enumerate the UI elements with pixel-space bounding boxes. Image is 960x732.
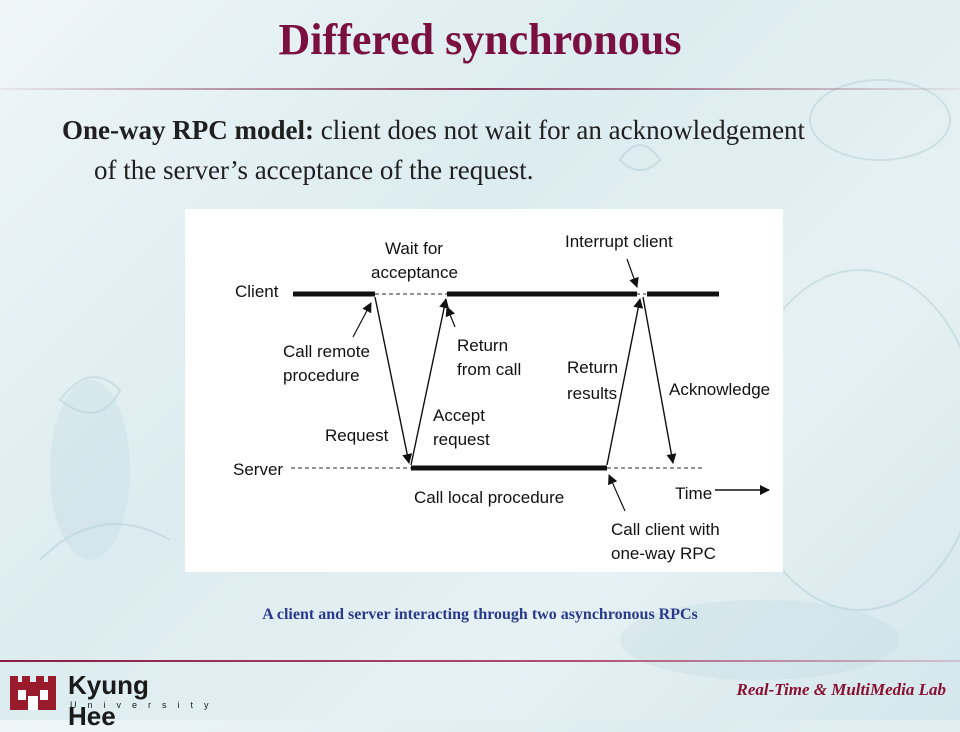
return-results-label-2: results <box>567 384 617 403</box>
interrupt-pointer <box>626 258 639 288</box>
accept-label-1: Accept <box>433 406 485 425</box>
footer-divider <box>0 660 960 662</box>
acknowledge-arrow <box>642 296 677 464</box>
interrupt-label: Interrupt client <box>565 232 673 251</box>
bullet-text-2: of the server’s acceptance of the reques… <box>94 155 534 185</box>
lab-name: Real-Time & MultiMedia Lab <box>736 680 947 699</box>
call-client-pointer <box>608 474 626 512</box>
return-call-label-2: from call <box>457 360 521 379</box>
slide-title: Differed synchronous <box>278 15 682 64</box>
rpc-diagram: Client Server Wait for acceptance Interr… <box>185 209 783 572</box>
bullet-point: One-way RPC model: client does not wait … <box>62 110 932 190</box>
figure-caption: A client and server interacting through … <box>262 606 698 623</box>
call-remote-pointer <box>352 302 372 338</box>
return-call-label-1: Return <box>457 336 508 355</box>
request-label: Request <box>325 426 389 445</box>
request-arrow <box>374 296 413 464</box>
return-results-label-1: Return <box>567 358 618 377</box>
call-client-label-1: Call client with <box>611 520 720 539</box>
time-label: Time <box>675 484 712 503</box>
call-client-label-2: one-way RPC <box>611 544 716 563</box>
return-call-pointer <box>445 306 456 328</box>
call-remote-label-2: procedure <box>283 366 360 385</box>
accept-label-2: request <box>433 430 490 449</box>
bullet-lead: One-way RPC model: <box>62 115 314 145</box>
logo-subtitle: University <box>70 700 220 710</box>
return-results-arrow <box>606 298 644 466</box>
accept-arrow <box>410 298 450 466</box>
call-remote-label-1: Call remote <box>283 342 370 361</box>
university-logo: Kyung Hee University <box>8 670 209 731</box>
bullet-text-1: client does not wait for an acknowledgem… <box>313 115 806 145</box>
call-local-label: Call local procedure <box>414 488 564 507</box>
client-label: Client <box>235 282 279 301</box>
wait-label-2: acceptance <box>371 263 458 282</box>
server-label: Server <box>233 460 283 479</box>
wait-label-1: Wait for <box>385 239 443 258</box>
title-divider <box>0 88 960 90</box>
crest-icon <box>10 676 56 710</box>
acknowledge-label: Acknowledge <box>669 380 770 399</box>
